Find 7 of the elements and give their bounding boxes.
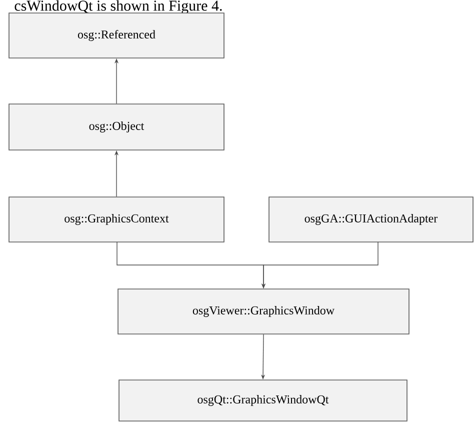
class-box: osgViewer::GraphicsWindow — [118, 288, 410, 334]
class-box: osgGA::GUIActionAdapter — [268, 196, 474, 242]
caption-text: csWindowQt is shown in Figure 4. — [14, 0, 222, 14]
class-box: osgQt::GraphicsWindowQt — [118, 380, 408, 422]
class-box: osg::GraphicsContext — [8, 196, 224, 242]
class-box: osg::Object — [8, 104, 224, 150]
class-box: osg::Referenced — [8, 12, 224, 58]
